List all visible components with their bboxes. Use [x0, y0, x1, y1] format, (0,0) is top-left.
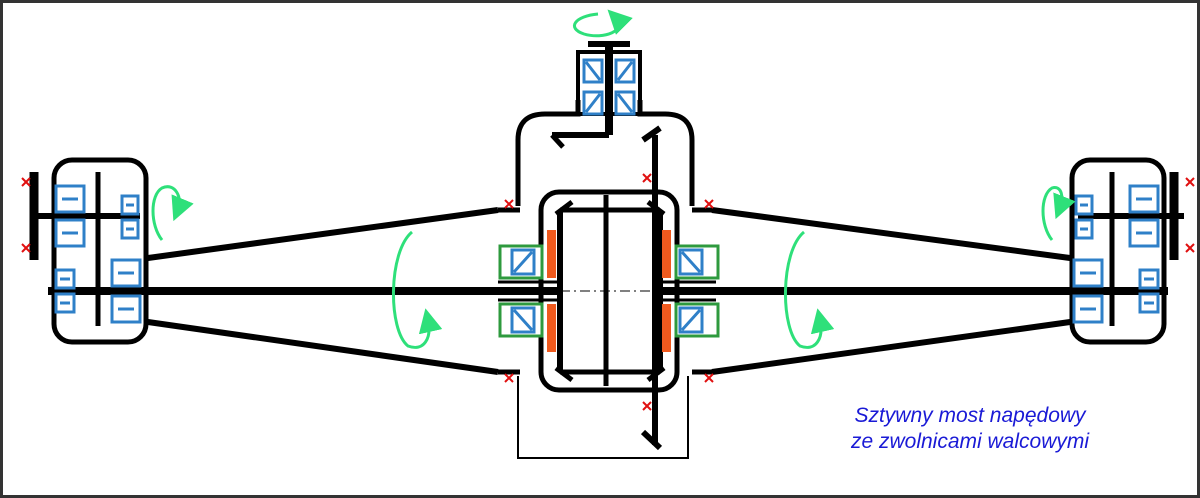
circular-arrow-icon [392, 230, 443, 349]
rotation-arrows [151, 9, 1076, 349]
ring-gear [640, 125, 663, 451]
housing-flanges [498, 207, 716, 375]
x-mark-icon [642, 173, 652, 183]
x-mark-icon [704, 199, 714, 209]
right-final-drive [1069, 157, 1184, 345]
side-bearings [498, 244, 720, 338]
x-mark-icon [504, 199, 514, 209]
pinion-bearings [582, 58, 636, 116]
x-mark-icon [1185, 243, 1195, 253]
circular-arrow-icon [151, 185, 194, 241]
x-mark-icon [504, 373, 514, 383]
caption-line-1: Sztywny most napędowy [854, 404, 1086, 427]
caption-line-2: ze zwolnicami walcowymi [850, 430, 1090, 453]
pinion-shaft [550, 41, 630, 149]
circular-arrow-icon [1041, 186, 1076, 241]
circular-arrow-icon [784, 230, 835, 349]
friction-plates [547, 230, 671, 352]
x-mark-icon [642, 401, 652, 411]
diagram-caption: Sztywny most napędowy ze zwolnicami walc… [800, 403, 1140, 455]
differential-gears [554, 195, 666, 386]
axle-housing-left [147, 207, 499, 375]
x-mark-icon [704, 373, 714, 383]
x-mark-icon [1185, 177, 1195, 187]
circular-arrow-icon [572, 9, 633, 38]
axle-housing-right [711, 207, 1071, 375]
x-mark-icon [21, 243, 31, 253]
left-final-drive [29, 157, 149, 345]
seal-markers [21, 173, 1195, 411]
x-mark-icon [21, 177, 31, 187]
